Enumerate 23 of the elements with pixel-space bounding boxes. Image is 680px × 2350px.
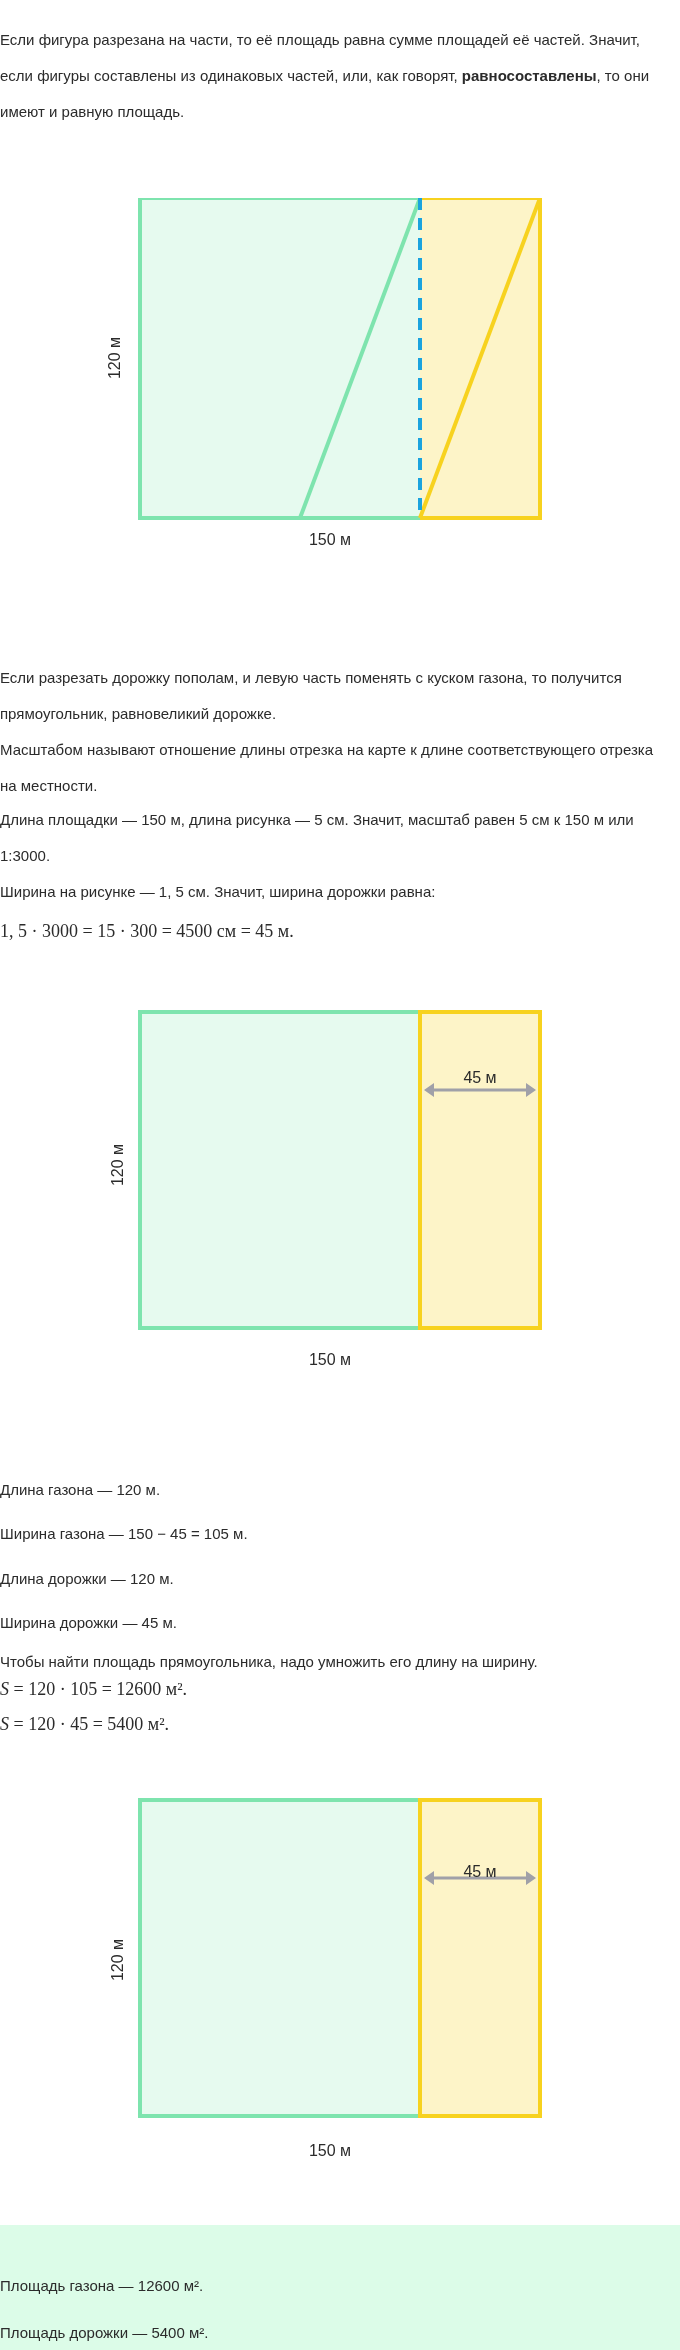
dimension-label: 120 м bbox=[110, 1938, 126, 1982]
paragraph: Ширина газона — 150 − 45 = 105 м. bbox=[0, 1524, 249, 1544]
paragraph: Если фигура разрезана на части, то её площадь равна сумме площадей её частей. Значит, если фигуры составлены из одинаковых частей, или, как говорят, равносоставлены, то они имеют и равную площадь. bbox=[0, 30, 651, 122]
dimension-label: 45 м bbox=[463, 1864, 497, 1880]
dimension-label: 120 м bbox=[110, 1143, 126, 1187]
paragraph: Ширина на рисунке — 1, 5 см. Значит, ширина дорожки равна: bbox=[0, 882, 437, 902]
paragraph: Длина газона — 120 м. bbox=[0, 1480, 162, 1500]
dimension-label: 150 м bbox=[308, 2143, 352, 2159]
paragraph: Масштабом называют отношение длины отрезка на карте к длине соответствующего отрезка на местности. bbox=[0, 740, 655, 796]
paragraph: Площадь газона — 12600 м². bbox=[0, 2276, 205, 2296]
paragraph: Площадь дорожки — 5400 м². bbox=[0, 2323, 210, 2343]
paragraph: Если разрезать дорожку пополам, и левую часть поменять с куском газона, то получится прямоугольник, равновеликий дорожке. bbox=[0, 668, 623, 724]
paragraph: Длина площадки — 150 м, длина рисунка — 5 см. Значит, масштаб равен 5 см к 150 м или 1:3000. bbox=[0, 810, 635, 866]
dimension-label: 150 м bbox=[308, 532, 352, 548]
formula: 1, 5 · 3000 = 15 · 300 = 4500 см = 45 м. bbox=[0, 920, 295, 943]
dimension-label: 120 м bbox=[107, 336, 123, 380]
dimension-label: 45 м bbox=[463, 1070, 497, 1086]
formula: S = 120 · 105 = 12600 м². bbox=[0, 1678, 189, 1701]
paragraph: Длина дорожки — 120 м. bbox=[0, 1569, 175, 1589]
formula: S = 120 · 45 = 5400 м². bbox=[0, 1713, 171, 1736]
dimension-label: 150 м bbox=[308, 1352, 352, 1368]
paragraph: Чтобы найти площадь прямоугольника, надо умножить его длину на ширину. bbox=[0, 1652, 539, 1672]
paragraph: Ширина дорожки — 45 м. bbox=[0, 1613, 178, 1633]
